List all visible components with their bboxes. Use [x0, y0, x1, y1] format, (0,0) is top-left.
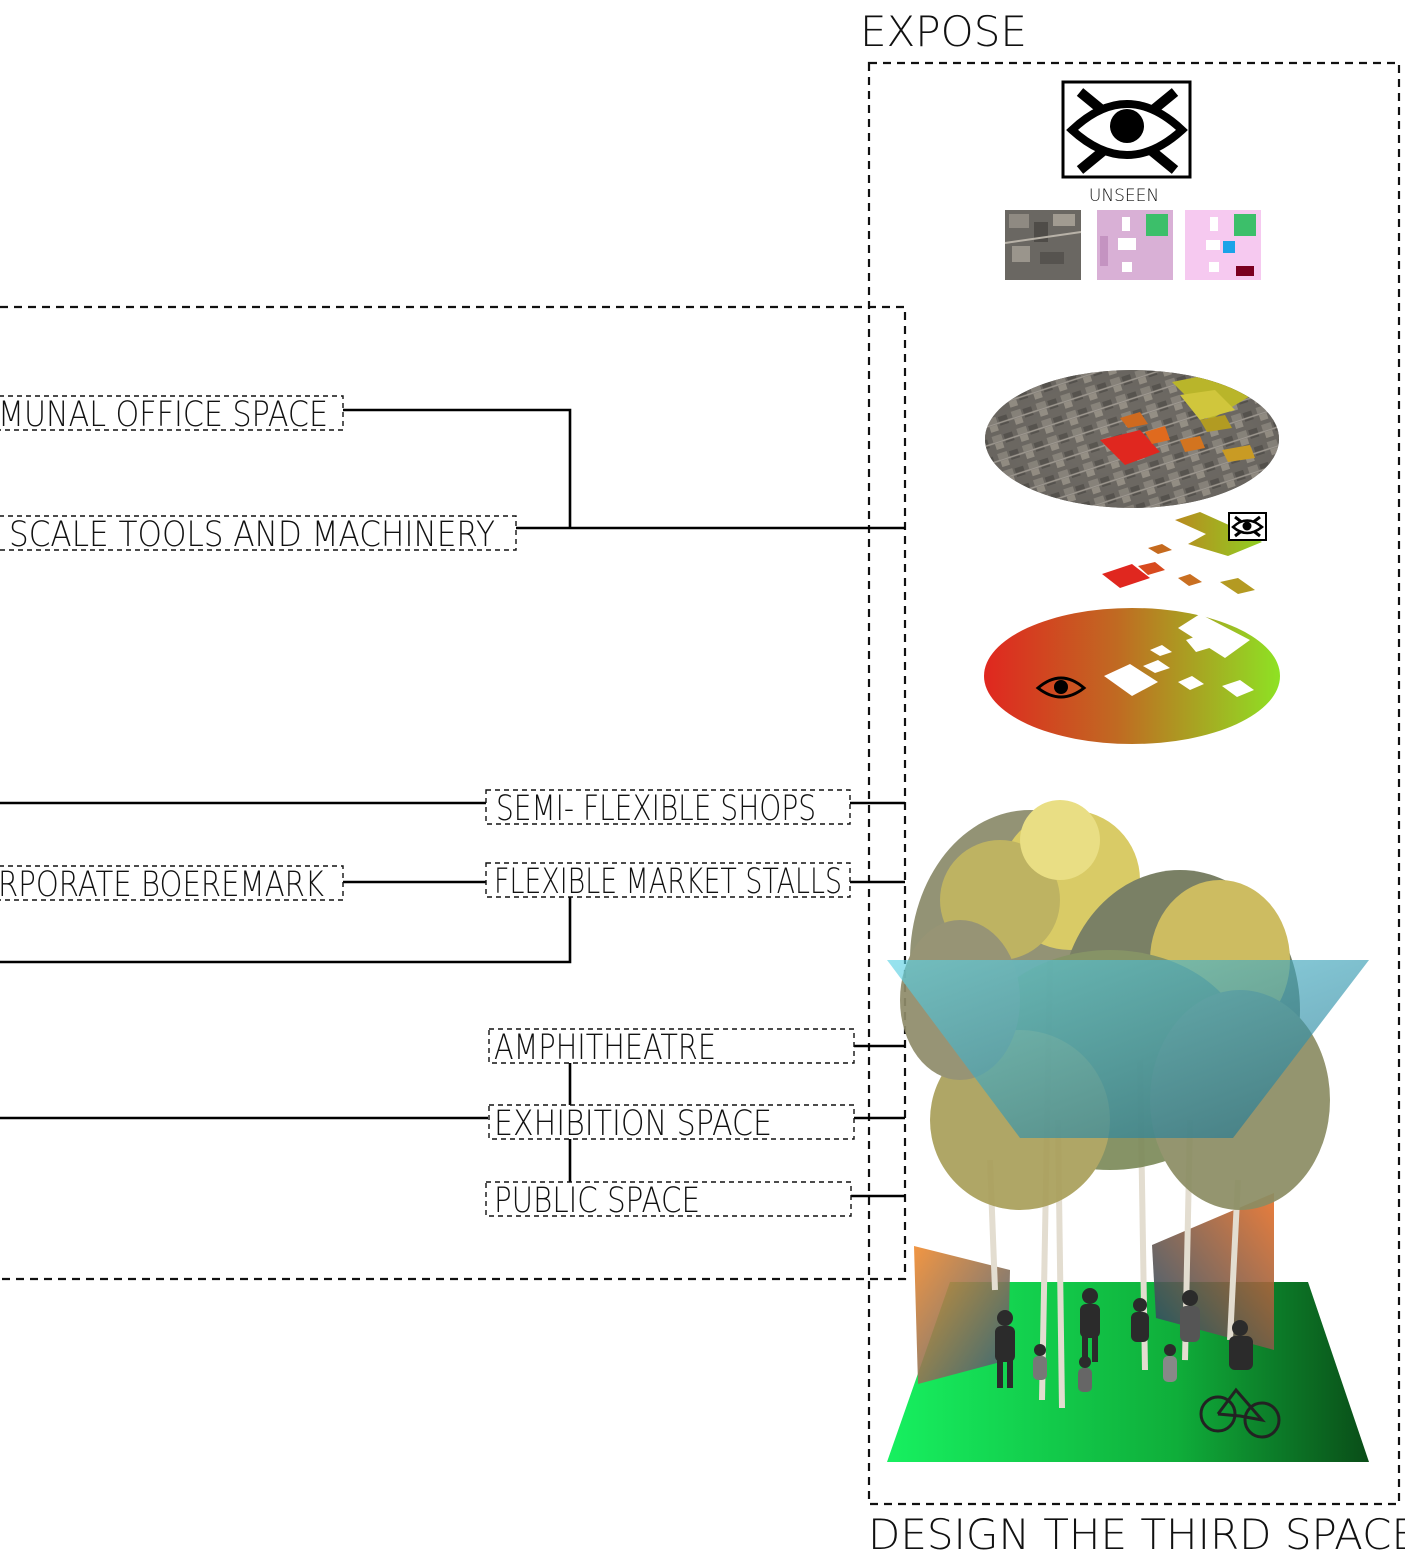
aerial-heat-map: [985, 370, 1279, 508]
expose-title: EXPOSE: [860, 7, 1027, 56]
connector-lines: [0, 408, 905, 1198]
tag-semi-flexible-shops: SEMI- FLEXIBLE SHOPS: [485, 789, 851, 829]
tag-flexible-market-stalls: FLEXIBLE MARKET STALLS: [485, 862, 851, 902]
tag-public-space: PUBLIC SPACE: [485, 1181, 852, 1221]
tag-exhibition-space: EXHIBITION SPACE: [488, 1104, 855, 1144]
tag-communal-office-space: MUNAL OFFICE SPACE: [0, 395, 344, 435]
tag-label: EXHIBITION SPACE: [494, 1104, 772, 1144]
unseen-caption: UNSEEN: [1089, 186, 1159, 206]
bicycle-icon: [1199, 1387, 1281, 1439]
pink-site-map: [1185, 210, 1261, 280]
expose-frame: [867, 61, 1401, 1506]
heat-shards: [1102, 512, 1262, 594]
tag-tools-and-machinery: SCALE TOOLS AND MACHINERY: [0, 515, 517, 555]
program-frame: [0, 305, 907, 1281]
heat-gradient-ellipse: [984, 608, 1280, 744]
tag-label: AMPHITHEATRE: [494, 1028, 716, 1068]
aerial-thumbnail: [1004, 210, 1082, 280]
tag-label: RPORATE BOEREMARK: [0, 865, 324, 905]
tag-label: FLEXIBLE MARKET STALLS: [494, 862, 842, 902]
unseen-eye-small-icon: [1228, 512, 1267, 541]
tag-label: SEMI- FLEXIBLE SHOPS: [496, 789, 816, 829]
eye-icon: [1035, 676, 1087, 699]
left-panel: [914, 1246, 1010, 1384]
tag-label: MUNAL OFFICE SPACE: [0, 395, 328, 435]
people-silhouettes: [995, 1288, 1253, 1392]
tag-corporate-boeremark: RPORATE BOEREMARK: [0, 865, 344, 905]
unseen-eye-icon: [1061, 80, 1192, 179]
design-third-space-title: DESIGN THE THIRD SPACE: [868, 1510, 1405, 1553]
purple-site-map: [1097, 210, 1173, 280]
canopy-plane: [887, 960, 1369, 1138]
tag-amphitheatre: AMPHITHEATRE: [488, 1028, 855, 1068]
tag-label: PUBLIC SPACE: [494, 1181, 700, 1221]
tag-label: SCALE TOOLS AND MACHINERY: [9, 515, 495, 555]
third-space-illustration: [887, 800, 1369, 1462]
